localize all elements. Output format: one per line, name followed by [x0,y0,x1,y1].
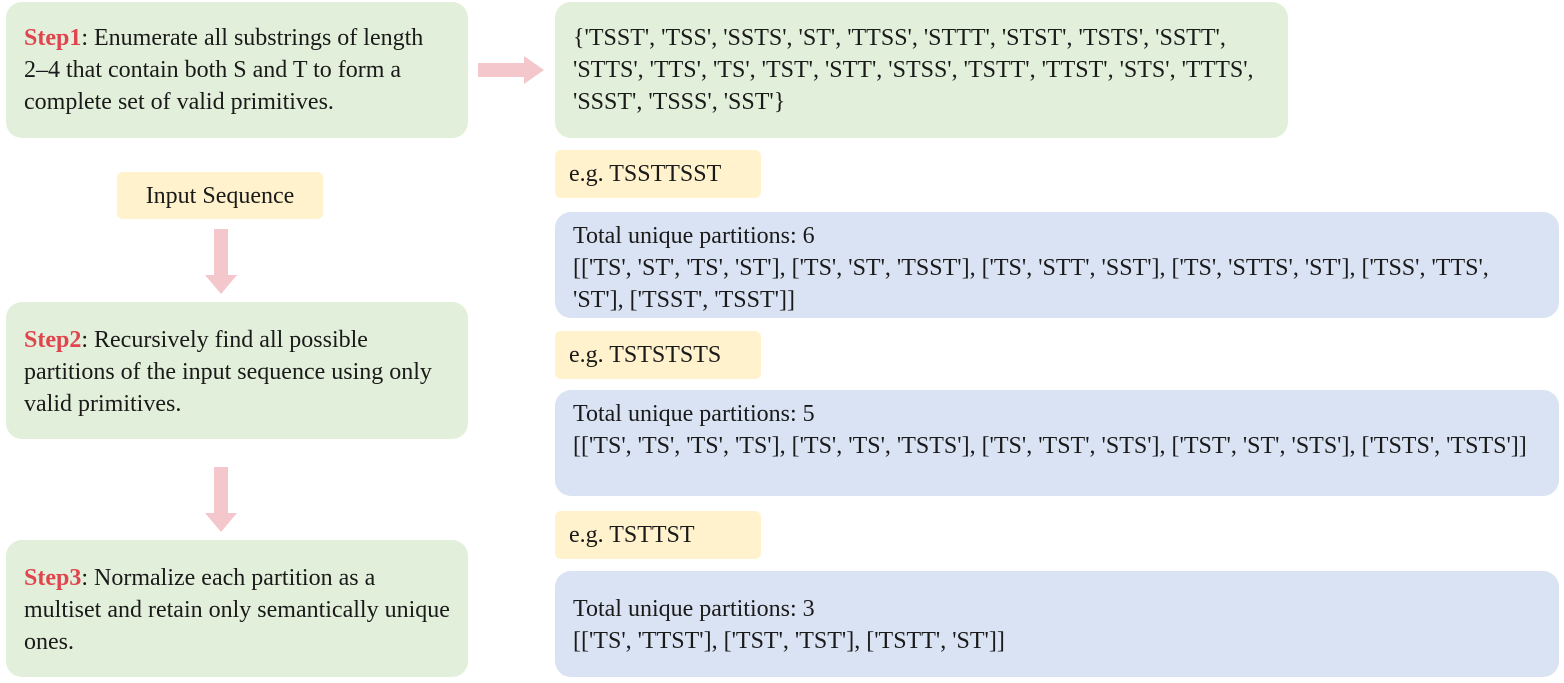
example-partitions: [['TS', 'TTST'], ['TST', 'TST'], ['TSTT'… [573,628,1005,654]
step1-box: Step1: Enumerate all substrings of lengt… [6,2,468,138]
example-input-box: e.g. TSTTST [555,511,761,559]
primitives-set: {'TSST', 'TSS', 'SSTS', 'ST', 'TTSS', 'S… [573,25,1254,115]
example-input-box: e.g. TSSTTSST [555,150,761,198]
step2-box: Step2: Recursively find all possible par… [6,302,468,439]
example-result-box: Total unique partitions: 6 [['TS', 'ST',… [555,212,1559,318]
example-total: Total unique partitions: 5 [573,401,815,427]
step3-box: Step3: Normalize each partition as a mul… [6,540,468,677]
example-total: Total unique partitions: 3 [573,596,815,622]
example-result-box: Total unique partitions: 3 [['TS', 'TTST… [555,571,1559,677]
down-arrow-icon [205,467,237,532]
step1-text: Step1: Enumerate all substrings of lengt… [24,22,450,118]
example-partitions: [['TS', 'TS', 'TS', 'TS'], ['TS', 'TS', … [573,433,1527,459]
step2-label: Step2 [24,327,82,353]
example-input: e.g. TSTSTSTS [569,342,722,368]
step3-text: Step3: Normalize each partition as a mul… [24,562,450,658]
step3-description: : Normalize each partition as a multiset… [24,565,450,655]
example-result-box: Total unique partitions: 5 [['TS', 'TS',… [555,390,1559,496]
step3-label: Step3 [24,565,82,591]
example-total: Total unique partitions: 6 [573,223,815,249]
example-partitions: [['TS', 'ST', 'TS', 'ST'], ['TS', 'ST', … [573,255,1489,313]
step1-description: : Enumerate all substrings of length 2–4… [24,25,424,115]
step1-label: Step1 [24,25,82,51]
example-input-box: e.g. TSTSTSTS [555,331,761,379]
step2-description: : Recursively find all possible partitio… [24,327,432,417]
step2-text: Step2: Recursively find all possible par… [24,324,450,420]
example-input: e.g. TSTTST [569,522,695,548]
primitives-box: {'TSST', 'TSS', 'SSTS', 'ST', 'TTSS', 'S… [555,2,1288,138]
down-arrow-icon [205,229,237,294]
input-sequence-box: Input Sequence [117,172,323,219]
input-sequence-label: Input Sequence [145,182,295,209]
example-input: e.g. TSSTTSST [569,161,722,187]
right-arrow-icon [478,56,544,84]
